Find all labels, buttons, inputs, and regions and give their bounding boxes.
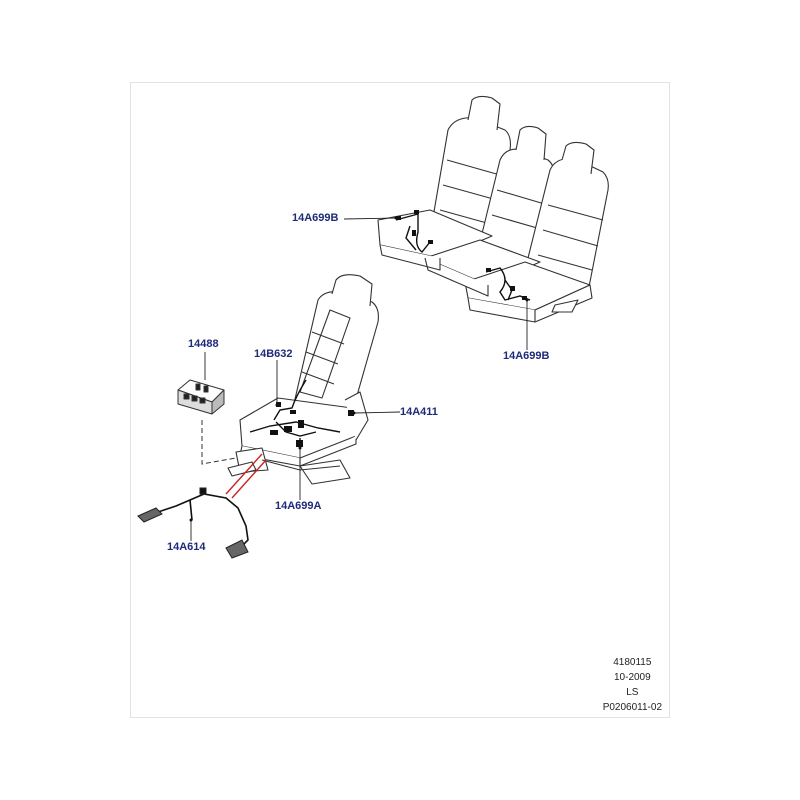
switch-pack-dashed-leader: [201, 420, 237, 465]
callout-14a699a-cushion-harness[interactable]: 14A699A: [275, 500, 322, 512]
callout-14a614-link-harness[interactable]: 14A614: [167, 541, 206, 553]
front-harness-connectors: [270, 402, 354, 447]
front-harness-wires: [249, 379, 341, 448]
callout-14a699b-rear-right[interactable]: 14A699B: [503, 350, 550, 362]
illustration-number: 4180115: [613, 657, 652, 668]
link-harness-connectors: [137, 487, 249, 559]
callout-14a699b-rear-left[interactable]: 14A699B: [292, 212, 339, 224]
illustration-reference: P0206011-02: [602, 702, 662, 713]
front-seat: [227, 274, 379, 485]
leader-lines: [190, 217, 528, 541]
callout-14488-switch-pack[interactable]: 14488: [188, 338, 219, 350]
illustration-date: 10-2009: [613, 672, 651, 683]
link-harness: [157, 493, 249, 549]
illustration-info: 4180115 10-2009 LS P0206011-02: [603, 655, 662, 715]
red-routing-marker: [225, 453, 267, 499]
illustration-code: LS: [626, 687, 639, 698]
rear-bench-seat: [377, 95, 609, 323]
switch-pack: [177, 379, 225, 415]
rear-harness-connectors: [396, 210, 527, 300]
leader-line-dots: [189, 216, 529, 522]
callout-14a411-side-harness[interactable]: 14A411: [400, 406, 438, 418]
callout-14b632-back-harness[interactable]: 14B632: [254, 348, 293, 360]
rear-harness-wires: [395, 213, 531, 301]
